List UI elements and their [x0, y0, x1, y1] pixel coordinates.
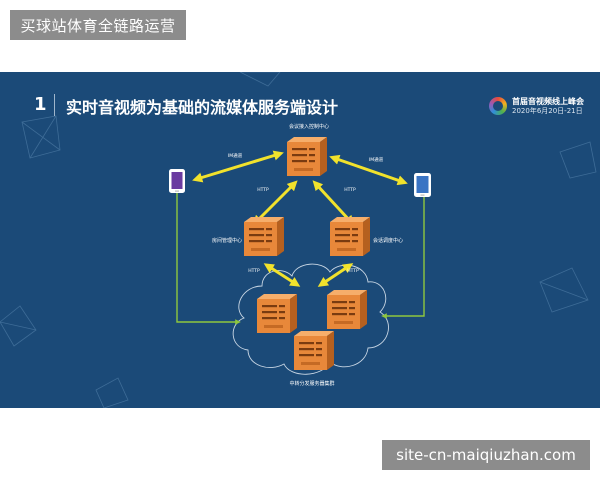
server-session-center-icon [287, 137, 327, 176]
slide: 1 实时音视频为基础的流媒体服务端设计 首届音视频线上峰会 2020年6月20日… [0, 72, 600, 408]
client-device-right-icon [414, 173, 431, 197]
arrow-im-right [329, 154, 408, 186]
client-device-left-icon [169, 169, 185, 193]
label-session-center: 会议接入控制中心 [289, 123, 329, 130]
label-http-top-right: HTTP [344, 187, 356, 193]
slide-number: 1 [34, 94, 47, 115]
arrow-bottom-left [263, 263, 301, 287]
label-scheduling-center: 会话调度中心 [373, 237, 403, 244]
watermark: site-cn-maiqiuzhan.com [382, 440, 590, 470]
slide-title: 实时音视频为基础的流媒体服务端设计 [66, 98, 339, 117]
green-line-left [176, 189, 241, 325]
cluster-server-3-icon [294, 331, 334, 370]
top-banner: 买球站体育全链路运营 [10, 10, 186, 40]
label-http-bottom-right: HTTP [347, 268, 359, 274]
architecture-diagram: 会议接入控制中心 房间管理中心 会话调度中心 中转分发服务器集群 IM通道 IM… [169, 123, 431, 387]
conference-logo-icon [489, 97, 507, 115]
label-http-bottom-left: HTTP [248, 268, 260, 274]
label-cluster: 中转分发服务器集群 [289, 380, 334, 387]
slide-divider [54, 94, 55, 116]
arrow-top-right [312, 180, 355, 226]
arrow-bottom-right [317, 263, 354, 287]
server-room-center-icon [244, 217, 284, 256]
cluster-server-2-icon [327, 290, 367, 329]
background-decoration [0, 72, 597, 408]
label-room-center: 房间管理中心 [212, 237, 242, 244]
conference-name: 首届音视频线上峰会 [512, 97, 584, 106]
label-http-top-left: HTTP [257, 187, 269, 193]
arrow-im-left [192, 150, 284, 183]
label-im-left: IM通道 [228, 152, 243, 159]
conference-date: 2020年6月20日-21日 [512, 107, 583, 115]
server-scheduling-center-icon [330, 217, 370, 256]
label-im-right: IM通道 [369, 156, 384, 163]
cluster-server-1-icon [257, 294, 297, 333]
arrow-top-left [252, 180, 298, 226]
green-line-right [381, 194, 425, 319]
